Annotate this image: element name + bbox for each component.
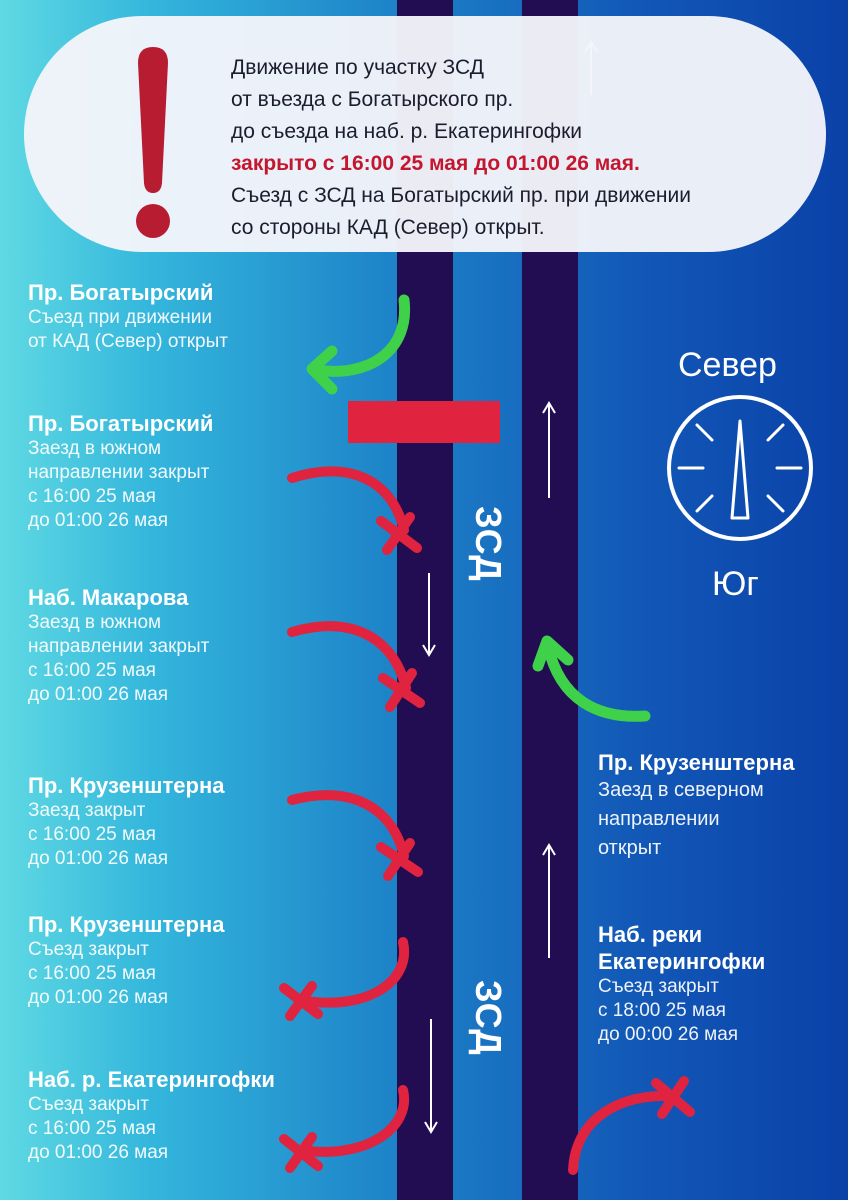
- point-title: Пр. Крузенштерна: [28, 912, 225, 937]
- closed-exit-cross-icon: [279, 1085, 410, 1173]
- point-status-line: с 16:00 25 мая: [28, 486, 156, 507]
- road-label-lower: ЗСД: [468, 980, 509, 1056]
- compass-icon: [667, 395, 813, 541]
- point-status-line: от КАД (Север) открыт: [28, 331, 228, 352]
- closed-entry-cross-icon: [287, 466, 422, 555]
- notice-line: со стороны КАД (Север) открыт.: [231, 216, 545, 239]
- point-kruzenshterna-north-entry: Пр. Крузенштерна Заезд в северном направ…: [598, 749, 794, 863]
- compass-south-label: Юг: [712, 565, 759, 603]
- point-bogatyrsky-entry: Пр. Богатырский Заезд в южном направлени…: [28, 410, 213, 533]
- notice-line: Съезд с ЗСД на Богатырский пр. при движе…: [231, 184, 691, 207]
- lane-arrow-down-icon: [424, 1019, 438, 1134]
- point-status-line: до 01:00 26 мая: [28, 684, 169, 705]
- point-bogatyrsky-exit: Пр. Богатырский Съезд при движении от КА…: [28, 279, 228, 354]
- road-label-upper: ЗСД: [468, 506, 509, 582]
- exclamation-icon: [136, 47, 170, 238]
- notice-text: Движение по участку ЗСД от въезда с Бога…: [231, 52, 831, 244]
- point-kruzenshterna-exit: Пр. Крузенштерна Съезд закрыт с 16:00 25…: [28, 911, 224, 1010]
- point-status-line: Заезд в северном: [598, 779, 764, 801]
- open-exit-arrow-icon: [306, 294, 411, 395]
- point-title: Пр. Богатырский: [28, 280, 214, 305]
- closed-exit-cross-icon: [279, 937, 410, 1021]
- point-status-line: Заезд закрыт: [28, 800, 146, 821]
- lane-arrow-down-icon: [422, 573, 436, 657]
- point-status-line: с 16:00 25 мая: [28, 1118, 156, 1139]
- closed-ramps: [279, 466, 695, 1175]
- point-title: Наб. реки: [598, 922, 703, 947]
- point-status-line: с 16:00 25 мая: [28, 963, 156, 984]
- closed-entry-cross-icon: [287, 621, 425, 712]
- notice-line: Движение по участку ЗСД: [231, 56, 484, 79]
- point-kruzenshterna-entry: Пр. Крузенштерна Заезд закрыт с 16:00 25…: [28, 772, 224, 871]
- point-status-line: направлении закрыт: [28, 462, 210, 483]
- lane-arrows: [422, 40, 598, 1134]
- closure-bar: [348, 401, 500, 443]
- closed-exit-cross-icon: [568, 1076, 695, 1175]
- point-title: Пр. Крузенштерна: [598, 750, 795, 775]
- point-title: Наб. Макарова: [28, 585, 189, 610]
- notice-line: от въезда с Богатырского пр.: [231, 88, 514, 111]
- point-status-line: Съезд закрыт: [28, 939, 149, 960]
- lane-arrow-up-icon: [542, 401, 556, 498]
- point-status-line: Съезд закрыт: [598, 976, 719, 997]
- notice-banner: Движение по участку ЗСД от въезда с Бога…: [24, 16, 826, 252]
- notice-closure-period: закрыто с 16:00 25 мая до 01:00 26 мая.: [231, 152, 640, 175]
- point-status-line: открыт: [598, 837, 662, 859]
- open-entry-arrow-icon: [532, 635, 651, 722]
- point-status-line: направлении: [598, 808, 720, 830]
- point-title: Наб. р. Екатерингофки: [28, 1067, 275, 1092]
- point-status-line: до 01:00 26 мая: [28, 510, 169, 531]
- point-status-line: Заезд в южном: [28, 438, 162, 459]
- point-title: Пр. Богатырский: [28, 411, 214, 436]
- point-status-line: Съезд закрыт: [28, 1094, 149, 1115]
- point-status-line: с 16:00 25 мая: [28, 824, 156, 845]
- point-title: Пр. Крузенштерна: [28, 773, 225, 798]
- closed-entry-cross-icon: [287, 790, 423, 881]
- point-ekateringofki-right-exit: Наб. реки Екатерингофки Съезд закрыт с 1…: [598, 921, 765, 1047]
- point-ekateringofki-exit: Наб. р. Екатерингофки Съезд закрыт с 16:…: [28, 1066, 275, 1165]
- lane-arrow-up-icon: [542, 843, 556, 958]
- point-title: Екатерингофки: [598, 949, 766, 974]
- point-status-line: направлении закрыт: [28, 636, 210, 657]
- point-status-line: до 01:00 26 мая: [28, 848, 169, 869]
- point-status-line: до 01:00 26 мая: [28, 987, 169, 1008]
- point-status-line: до 00:00 26 мая: [598, 1024, 739, 1045]
- point-status-line: с 16:00 25 мая: [28, 660, 156, 681]
- compass-north-label: Север: [678, 346, 777, 384]
- notice-line: до съезда на наб. р. Екатерингофки: [231, 120, 582, 143]
- point-status-line: Съезд при движении: [28, 307, 212, 328]
- point-status-line: Заезд в южном: [28, 612, 162, 633]
- point-status-line: до 01:00 26 мая: [28, 1142, 169, 1163]
- point-makarova-entry: Наб. Макарова Заезд в южном направлении …: [28, 584, 209, 707]
- point-status-line: с 18:00 25 мая: [598, 1000, 726, 1021]
